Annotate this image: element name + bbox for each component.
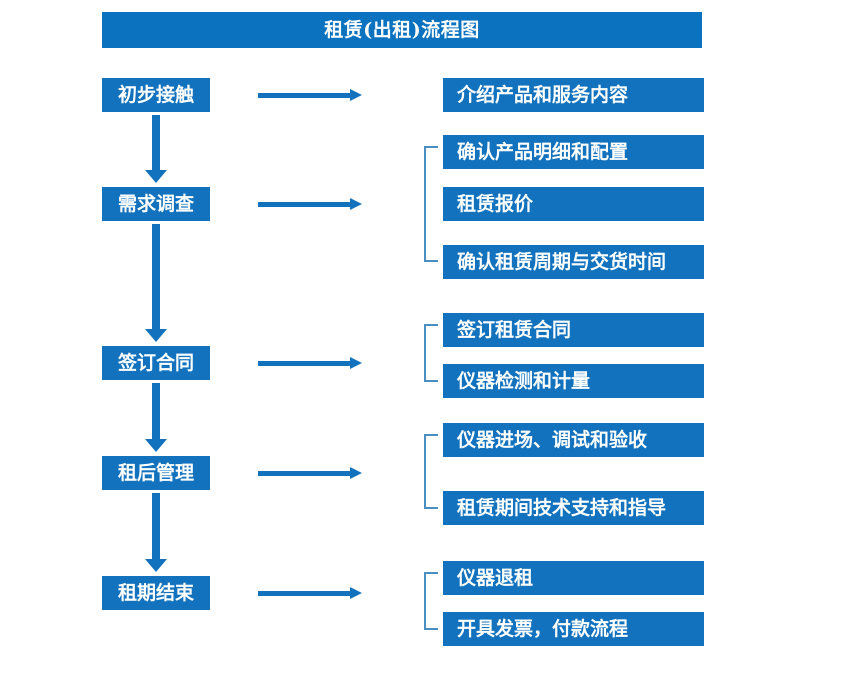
detail-box-3-2[interactable]: 仪器检测和计量: [443, 364, 704, 398]
arrow-down-3: [145, 383, 167, 452]
detail-box-5-1[interactable]: 仪器退租: [443, 561, 704, 595]
page-title: 租赁(出租)流程图: [102, 12, 702, 48]
bracket-connector-2: [424, 146, 438, 262]
detail-box-2-3[interactable]: 确认租赁周期与交货时间: [443, 245, 704, 279]
arrow-shaft: [258, 202, 350, 207]
arrow-head: [350, 357, 362, 369]
detail-box-4-1[interactable]: 仪器进场、调试和验收: [443, 423, 704, 457]
detail-box-4-2[interactable]: 租赁期间技术支持和指导: [443, 491, 704, 525]
arrow-head: [145, 559, 167, 572]
arrow-down-4: [145, 493, 167, 572]
arrow-head: [145, 329, 167, 342]
arrow-shaft: [258, 591, 350, 596]
arrow-shaft: [258, 361, 350, 366]
arrow-shaft: [152, 383, 160, 439]
bracket-connector-4: [424, 434, 438, 509]
arrow-right-4: [258, 465, 362, 483]
arrow-shaft: [258, 93, 350, 98]
detail-box-2-2[interactable]: 租赁报价: [443, 187, 704, 221]
arrow-head: [145, 439, 167, 452]
arrow-down-1: [145, 115, 167, 183]
arrow-right-5: [258, 585, 362, 603]
arrow-right-3: [258, 355, 362, 373]
arrow-head: [350, 89, 362, 101]
arrow-shaft: [152, 493, 160, 559]
arrow-head: [350, 467, 362, 479]
detail-box-3-1[interactable]: 签订租赁合同: [443, 313, 704, 347]
arrow-head: [145, 170, 167, 183]
detail-box-5-2[interactable]: 开具发票，付款流程: [443, 612, 704, 646]
bracket-connector-5: [424, 572, 438, 630]
stage-box-2[interactable]: 需求调查: [102, 187, 210, 221]
arrow-right-1: [258, 87, 362, 105]
arrow-shaft: [152, 224, 160, 329]
stage-box-1[interactable]: 初步接触: [102, 78, 210, 112]
stage-box-5[interactable]: 租期结束: [102, 576, 210, 610]
arrow-down-2: [145, 224, 167, 342]
arrow-shaft: [258, 471, 350, 476]
arrow-shaft: [152, 115, 160, 170]
arrow-head: [350, 198, 362, 210]
arrow-right-2: [258, 196, 362, 214]
stage-box-3[interactable]: 签订合同: [102, 346, 210, 380]
stage-box-4[interactable]: 租后管理: [102, 456, 210, 490]
bracket-connector-3: [424, 324, 438, 382]
arrow-head: [350, 587, 362, 599]
detail-box-2-1[interactable]: 确认产品明细和配置: [443, 135, 704, 169]
detail-box-1-1[interactable]: 介绍产品和服务内容: [443, 78, 704, 112]
